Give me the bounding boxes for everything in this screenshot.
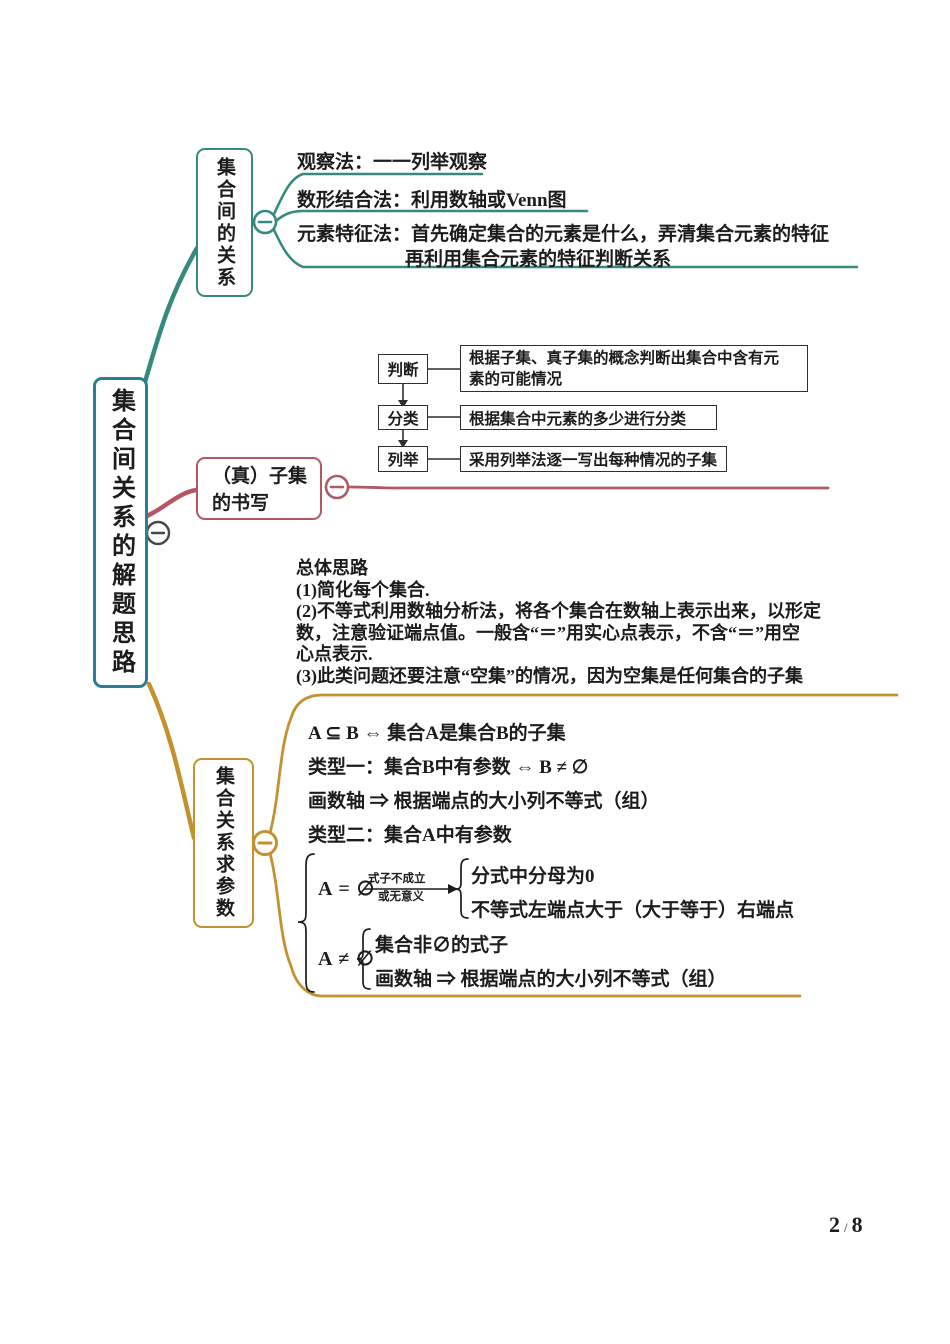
relations-item-2: 数形结合法：利用数轴或Venn图 bbox=[297, 190, 567, 211]
empty-case-arrow-label-top: 式子不成立 bbox=[368, 873, 426, 885]
subset-child-line bbox=[347, 485, 830, 490]
collapse-toggle-subset-icon[interactable] bbox=[324, 474, 350, 500]
params-node-label: 集合关系求参数 bbox=[213, 766, 234, 920]
nonempty-case-sub2: 画数轴 ⇒ 根据端点的大小列不等式（组） bbox=[375, 969, 727, 990]
params-line-subset-def: A ⊆ B ⇔ 集合A是集合B的子集 bbox=[308, 723, 566, 744]
empty-case-sub1: 分式中分母为0 bbox=[471, 866, 595, 887]
relations-node[interactable]: 集合间的关系 bbox=[196, 148, 253, 297]
page-number-current: 2 bbox=[829, 1212, 840, 1237]
root-node-label: 集合间关系的解题思路 bbox=[107, 387, 134, 678]
notes-line-1: (1)简化每个集合. bbox=[296, 579, 430, 600]
relations-item-3-line1: 元素特征法：首先确定集合的元素是什么，弄清集合元素的特征 bbox=[297, 224, 830, 245]
params-notes-line bbox=[268, 693, 899, 835]
relations-item3-line bbox=[272, 228, 859, 269]
flow-desc-judge: 根据子集、真子集的概念判断出集合中含有元 素的可能情况 bbox=[460, 345, 808, 392]
params-node[interactable]: 集合关系求参数 bbox=[193, 758, 254, 928]
params-line-type1: 类型一：集合B中有参数 ⇔ B ≠ ∅ bbox=[308, 757, 589, 778]
flow-step-enumerate: 列举 bbox=[378, 446, 428, 472]
flow-desc-classify: 根据集合中元素的多少进行分类 bbox=[460, 405, 717, 430]
flow-desc-judge-line2: 素的可能情况 bbox=[469, 371, 563, 388]
flowchart-wires bbox=[398, 368, 460, 460]
page-number-total: 8 bbox=[851, 1212, 863, 1237]
flow-arrowhead-1 bbox=[398, 400, 408, 408]
params-content-line bbox=[268, 851, 802, 998]
subset-branch-wires bbox=[144, 485, 830, 519]
empty-case-arrow bbox=[364, 884, 458, 894]
flow-desc-judge-line1: 根据子集、真子集的概念判断出集合中含有元 bbox=[469, 350, 780, 367]
branch-curve-relations bbox=[142, 245, 200, 385]
nonempty-case-brace bbox=[356, 928, 371, 990]
params-branch-wires bbox=[146, 681, 899, 998]
relations-item1-line bbox=[272, 172, 484, 216]
notes-line-3: 数，注意验证端点值。一般含“＝”用实心点表示，不含“＝”用空 bbox=[296, 622, 800, 643]
nonempty-case-head: A ≠ ∅ bbox=[318, 948, 375, 970]
empty-case-head: A = ∅ bbox=[318, 878, 376, 900]
subset-node-label-line2: 的书写 bbox=[212, 493, 270, 514]
collapse-toggle-root-icon[interactable] bbox=[145, 520, 171, 546]
collapse-toggle-relations-icon[interactable] bbox=[252, 209, 278, 235]
flow-desc-enumerate: 采用列举法逐一写出每种情况的子集 bbox=[460, 446, 727, 472]
relations-node-label: 集合间的关系 bbox=[214, 156, 235, 289]
braces bbox=[297, 853, 469, 993]
subset-node[interactable]: （真）子集 的书写 bbox=[196, 457, 322, 520]
empty-case-arrowhead bbox=[448, 884, 458, 894]
notes-block: 总体思路 (1)简化每个集合. (2)不等式利用数轴分析法，将各个集合在数轴上表… bbox=[296, 558, 821, 688]
flow-arrowhead-2 bbox=[398, 440, 408, 448]
notes-line-4: 心点表示. bbox=[296, 644, 373, 665]
nonempty-case-sub1: 集合非∅的式子 bbox=[375, 935, 509, 956]
relations-branch-wires bbox=[142, 172, 859, 385]
empty-case-arrow-label-bottom: 或无意义 bbox=[378, 891, 424, 903]
collapse-toggle-params-icon[interactable] bbox=[252, 830, 278, 856]
empty-case-brace bbox=[454, 858, 469, 919]
params-line-numberline: 画数轴 ⇒ 根据端点的大小列不等式（组） bbox=[308, 791, 660, 812]
branch-curve-params bbox=[146, 681, 197, 841]
page-number: 2 / 8 bbox=[829, 1212, 863, 1238]
notes-title: 总体思路 bbox=[296, 558, 368, 578]
branch-curve-subset bbox=[144, 487, 199, 519]
empty-case-sub2: 不等式左端点大于（大于等于）右端点 bbox=[471, 900, 795, 921]
root-node[interactable]: 集合间关系的解题思路 bbox=[93, 377, 148, 688]
params-line-type2: 类型二：集合A中有参数 bbox=[308, 825, 512, 846]
subset-node-label-line1: （真）子集 bbox=[212, 466, 308, 487]
relations-item-1: 观察法：一一列举观察 bbox=[297, 152, 488, 173]
relations-item2-line bbox=[274, 209, 589, 223]
relations-item-3-line2: 再利用集合元素的特征判断关系 bbox=[405, 249, 672, 270]
notes-line-5: (3)此类问题还要注意“空集”的情况，因为空集是任何集合的子集 bbox=[296, 665, 803, 686]
page-number-separator: / bbox=[844, 1220, 848, 1235]
notes-line-2: (2)不等式利用数轴分析法，将各个集合在数轴上表示出来，以形定 bbox=[296, 601, 821, 622]
flow-step-judge: 判断 bbox=[378, 354, 428, 384]
flow-step-classify: 分类 bbox=[378, 405, 428, 430]
outer-brace bbox=[297, 853, 315, 993]
